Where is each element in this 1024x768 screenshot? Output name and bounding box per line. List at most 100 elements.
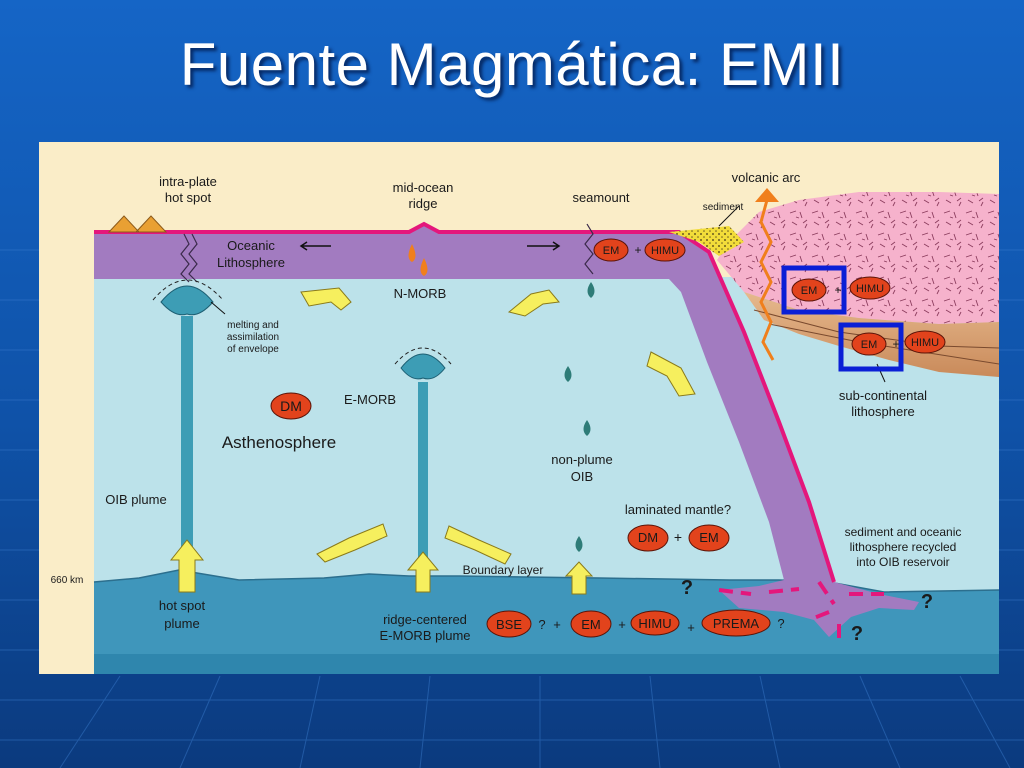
ridge-plume-label-1: ridge-centered	[383, 612, 467, 627]
emorb-plume-envelope	[394, 347, 452, 365]
nonplume-drop-2	[583, 420, 591, 436]
highlight-box-em-lower	[838, 322, 904, 372]
laminated-mantle-label: laminated mantle?	[625, 502, 731, 517]
melting-label-2: assimilation	[227, 332, 279, 343]
oib-plume-envelope	[152, 279, 224, 301]
question-bse: ?	[538, 617, 545, 632]
plus-laminated: +	[674, 529, 682, 545]
himu-reservoir-seamount	[644, 238, 686, 262]
em-label-deep: EM	[581, 617, 601, 632]
plus-deep-himu: +	[687, 620, 695, 635]
emorb-label: E-MORB	[344, 392, 396, 407]
nmorb-drop-2	[420, 258, 428, 276]
asthenosphere-label: Asthenosphere	[222, 433, 336, 452]
lithosphere-arrow-left	[299, 241, 331, 251]
question-slab-left: ?	[681, 577, 693, 599]
sediment-pointer	[718, 205, 740, 227]
subcontinental-label-1: sub-continental	[839, 388, 927, 403]
oib-plume	[181, 316, 193, 562]
melting-label-1: melting and	[227, 320, 279, 331]
question-slab-right: ?	[921, 591, 933, 613]
seamount-conduit	[584, 223, 594, 275]
slab-dashes	[718, 580, 884, 640]
himu-reservoir-deep	[630, 610, 680, 636]
em-reservoir-seamount	[593, 238, 629, 262]
oceanic-lithosphere-label-2: Lithosphere	[217, 255, 285, 270]
boundary-upflow-arrow	[564, 561, 594, 595]
em-label-arc-upper: EM	[801, 285, 818, 297]
seamount-drop	[587, 282, 595, 298]
prema-reservoir	[701, 609, 771, 637]
em-reservoir-arc-upper	[791, 278, 827, 302]
plus-arc-upper: +	[834, 283, 841, 297]
convection-arrow-1	[300, 287, 352, 311]
sediment-label: sediment	[703, 202, 744, 213]
hot-spot-plume-label-2: plume	[164, 616, 199, 631]
highlight-box-em-upper	[781, 265, 847, 315]
himu-reservoir-arc-upper	[849, 276, 891, 300]
dm-label-main: DM	[280, 398, 302, 414]
mid-ocean-ridge-label-2: ridge	[409, 196, 438, 211]
dm-reservoir-main	[270, 392, 312, 420]
oib-plume-head	[160, 285, 214, 316]
dm-reservoir-laminated	[627, 524, 669, 552]
question-slab-bottom: ?	[851, 623, 863, 645]
subcontinental-label-2: lithosphere	[851, 404, 915, 419]
intraplate-label-1: intra-plate	[159, 174, 217, 189]
plus-seamount: +	[634, 243, 641, 257]
boundary-drop	[575, 536, 583, 552]
dm-label-laminated: DM	[638, 530, 658, 545]
ridge-upflow-arrow	[406, 551, 440, 593]
hotspot-volcanoes	[107, 215, 168, 233]
arc-volcano	[755, 188, 779, 202]
oceanic-lithosphere	[94, 224, 919, 637]
recycled-label-3: into OIB reservoir	[856, 555, 949, 569]
bse-reservoir	[486, 610, 532, 638]
hotspot-upflow-arrow	[169, 539, 205, 593]
recycled-label-2: lithosphere recycled	[850, 540, 957, 554]
question-prema: ?	[777, 616, 784, 631]
convection-arrow-4	[316, 523, 388, 563]
lithosphere-arrow-right	[527, 241, 561, 251]
recycled-label-1: sediment and oceanic	[845, 525, 962, 539]
convection-arrow-5	[444, 525, 512, 565]
continental-crust-texture	[717, 192, 999, 324]
himu-label-seamount: HIMU	[651, 245, 679, 257]
depth-label: 660 km	[51, 575, 84, 586]
oceanic-lithosphere-label-1: Oceanic	[227, 238, 275, 253]
em-reservoir-laminated	[688, 524, 730, 552]
nonplume-drop-1	[564, 366, 572, 382]
ridge-plume-label-2: E-MORB plume	[379, 628, 470, 643]
magma-conduit	[759, 199, 775, 361]
hotspot-conduit	[180, 233, 198, 283]
seamount-label: seamount	[572, 190, 629, 205]
himu-label-deep: HIMU	[638, 616, 671, 631]
sediment-wedge-dots	[669, 226, 744, 256]
non-plume-label-2: OIB	[571, 469, 593, 484]
bottom-band	[94, 654, 999, 674]
volcanic-arc-label: volcanic arc	[732, 170, 801, 185]
oib-plume-label: OIB plume	[105, 492, 166, 507]
bse-label: BSE	[496, 617, 522, 632]
em-label-laminated: EM	[699, 530, 719, 545]
convection-arrow-3	[646, 351, 696, 397]
slide-title: Fuente Magmática: EMII	[179, 31, 845, 98]
boundary-layer-label: Boundary layer	[463, 563, 544, 577]
em-reservoir-arc-lower	[851, 332, 887, 356]
envelope-pointer	[210, 301, 226, 315]
hot-spot-plume-label-1: hot spot	[159, 598, 206, 613]
mantle-reservoir-diagram: intra-plate hot spot mid-ocean ridge sea…	[39, 142, 999, 674]
prema-label: PREMA	[713, 616, 760, 631]
slab-top-edge	[94, 221, 836, 583]
melting-label-3: of envelope	[227, 344, 279, 355]
em-label-seamount: EM	[603, 245, 620, 257]
mid-ocean-ridge-label-1: mid-ocean	[393, 180, 454, 195]
emorb-plume	[418, 382, 428, 562]
himu-label-arc-lower: HIMU	[911, 337, 939, 349]
plus-deep-em: +	[618, 617, 626, 632]
plus-arc-lower: +	[892, 337, 899, 351]
convection-arrow-2	[507, 289, 560, 317]
plus-bse: +	[553, 617, 561, 632]
em-label-arc-lower: EM	[861, 339, 878, 351]
himu-label-arc-upper: HIMU	[856, 283, 884, 295]
